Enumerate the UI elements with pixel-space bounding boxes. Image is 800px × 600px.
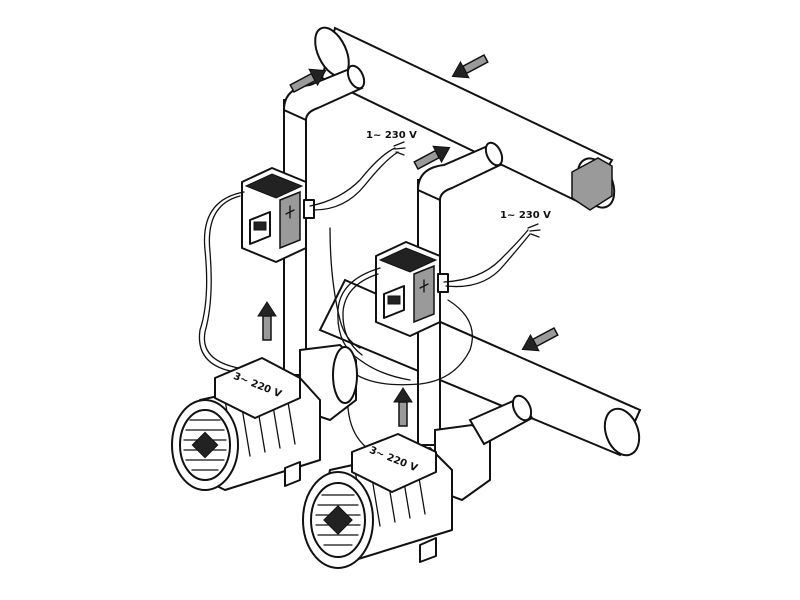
pump-1 xyxy=(171,343,358,491)
pump-2 xyxy=(302,394,534,569)
arrow-icon xyxy=(257,301,277,341)
supply-label-1: 1~ 230 V xyxy=(366,130,417,141)
supply-label-2: 1~ 230 V xyxy=(500,210,551,221)
header-end-cap xyxy=(571,157,613,211)
arrow-icon xyxy=(451,54,489,79)
wiring xyxy=(198,141,541,451)
arrow-icon xyxy=(289,68,327,93)
flow-arrows xyxy=(257,54,559,427)
pump-plate-2 xyxy=(351,433,437,493)
arrow-icon xyxy=(521,327,559,352)
discharge-riser-2 xyxy=(416,141,504,446)
pump-plate-1 xyxy=(214,357,301,419)
upper-discharge-header xyxy=(314,26,616,211)
fan-grille xyxy=(315,494,361,546)
arrow-icon xyxy=(393,387,413,427)
pressure-controller-2 xyxy=(375,241,449,337)
arrow-icon xyxy=(413,145,451,170)
pressure-controller-1 xyxy=(241,167,315,263)
fan-grille xyxy=(183,419,227,471)
